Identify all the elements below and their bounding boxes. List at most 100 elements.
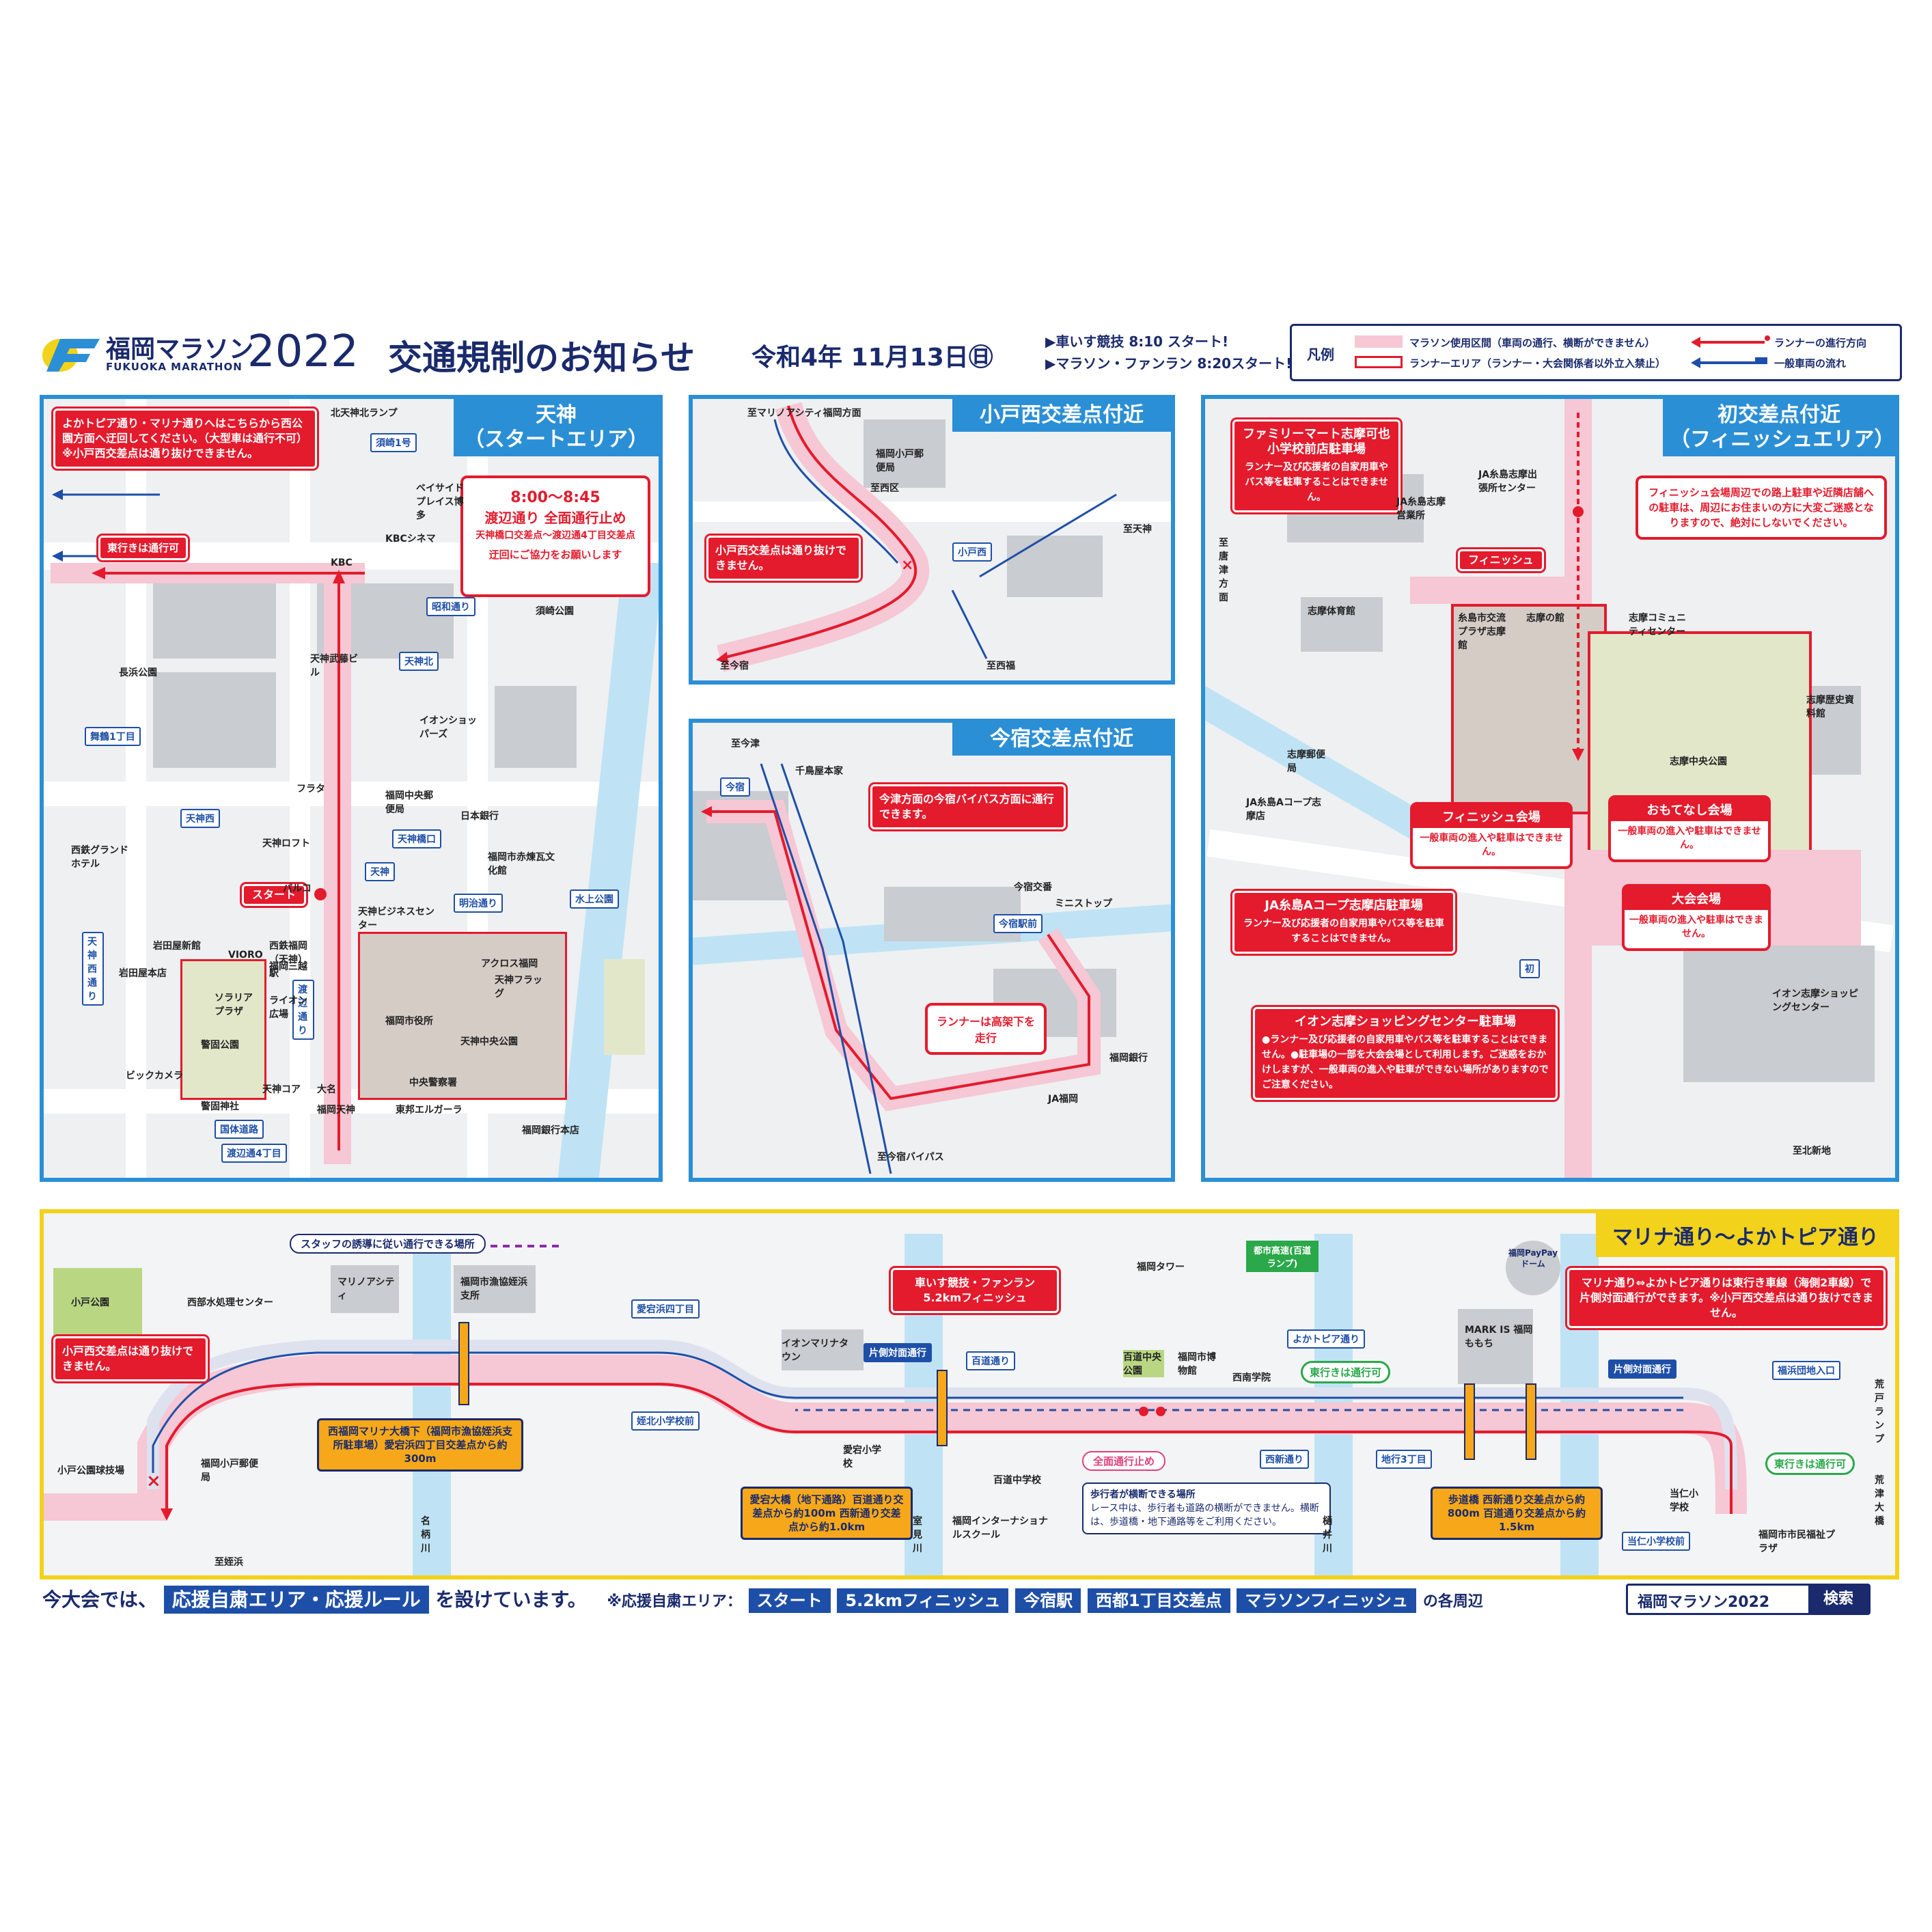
logo-year: 2022 bbox=[247, 327, 359, 377]
city-block bbox=[1458, 1309, 1533, 1384]
place-label: 至西区 bbox=[870, 483, 899, 494]
area-chip: スタート bbox=[748, 1588, 831, 1613]
place-label: 天神ロフト bbox=[262, 838, 310, 849]
place-tag: 姪北小学校前 bbox=[631, 1411, 700, 1431]
odo-map-panel: × 小戸西交差点付近 小戸西交差点は通り抜けできません。 至マリノアシティ福岡方… bbox=[689, 395, 1175, 685]
place-label: 福岡市役所 bbox=[385, 1016, 433, 1027]
area-chip: 5.2kmフィニッシュ bbox=[837, 1588, 1009, 1613]
place-label: JA糸島志摩営業所 bbox=[1396, 497, 1446, 521]
bottom-odo-note: 小戸西交差点は通り抜けできません。 bbox=[53, 1336, 208, 1381]
place-tag: 国体道路 bbox=[215, 1120, 264, 1139]
page-title: 交通規制のお知らせ bbox=[388, 338, 695, 378]
place-label: フラタ bbox=[296, 784, 325, 795]
odo-route-lines: × bbox=[716, 402, 1117, 672]
east-ok-tag: 東行きは通行可 bbox=[1301, 1361, 1391, 1383]
place-label: 天神フラッグ bbox=[495, 975, 542, 999]
place-label: 北天神北ランプ bbox=[331, 408, 398, 419]
legend-swatch-runner-area bbox=[1355, 356, 1403, 368]
footer-prefix: 今大会では、 bbox=[42, 1588, 158, 1611]
family-mart-title: ファミリーマート志摩可也小学校前店駐車場 bbox=[1243, 427, 1390, 456]
city-block bbox=[153, 672, 276, 768]
search-button[interactable]: 検索 bbox=[1808, 1586, 1868, 1613]
footer-highlight: 応援自粛エリア・応援ルール bbox=[163, 1586, 429, 1614]
dome-label: 福岡PayPayドーム bbox=[1506, 1241, 1560, 1295]
footer-suffix: を設けています。 bbox=[435, 1588, 587, 1611]
place-label: 荒戸ランプ bbox=[1875, 1379, 1884, 1445]
wheelchair-finish-note: 車いす競技・ファンラン5.2kmフィニッシュ bbox=[891, 1268, 1059, 1313]
place-label: 小戸公園 bbox=[71, 1297, 109, 1308]
search-input[interactable]: 福岡マラソン2022 bbox=[1638, 1594, 1770, 1611]
place-label: VIORO bbox=[228, 950, 263, 961]
place-label: イオン志摩ショッピングセンター bbox=[1772, 989, 1858, 1013]
place-tag: 西新通り bbox=[1260, 1450, 1309, 1469]
underpass-note-1: 西福岡マリナ大橋下（福岡市漁協姪浜支所駐車場）愛宕浜四丁目交差点から約300m bbox=[317, 1418, 523, 1472]
imajuku-route-lines bbox=[701, 763, 1101, 1174]
place-label: 天神ビジネスセンター bbox=[358, 907, 434, 931]
place-label: ベイサイドプレイス博多 bbox=[416, 483, 464, 521]
place-label: ライオン広場 bbox=[269, 995, 307, 1020]
place-label: 福岡銀行 bbox=[1109, 1053, 1148, 1064]
place-tag: 渡辺通り bbox=[292, 980, 314, 1040]
svg-text:×: × bbox=[146, 1471, 161, 1491]
closure-title: 渡辺通り 全面通行止め bbox=[484, 510, 626, 526]
place-label: 岩田屋新館 bbox=[153, 941, 201, 952]
legend-swatch-course bbox=[1355, 335, 1403, 348]
staff-route-legend: スタッフの誘導に従い通行できる場所 bbox=[290, 1234, 486, 1254]
place-tag: 地行3丁目 bbox=[1376, 1450, 1432, 1469]
place-label: 福岡市博物館 bbox=[1178, 1352, 1216, 1377]
omotenashi-note: おもてなし会場 一般車両の進入や駐車はできません。 bbox=[1608, 795, 1771, 862]
place-tag: 福浜団地入口 bbox=[1772, 1361, 1840, 1380]
place-label: 西鉄福岡（天神）駅 bbox=[269, 941, 307, 979]
place-label: 志摩郵便局 bbox=[1287, 749, 1325, 774]
pedestrian-crossing-body: レース中は、歩行者も道路の横断ができません。横断は、歩道橋・地下通路等をご利用く… bbox=[1090, 1503, 1319, 1528]
place-label: JA福岡 bbox=[1048, 1094, 1079, 1105]
place-label: 長浜公園 bbox=[119, 667, 157, 678]
place-label: 岩田屋本店 bbox=[119, 968, 167, 979]
place-label: JA糸島志摩出張所センター bbox=[1478, 469, 1538, 494]
place-label: 福岡天神 bbox=[317, 1105, 355, 1116]
place-label: 福岡銀行本店 bbox=[522, 1125, 579, 1136]
place-label: 天神コア bbox=[262, 1084, 301, 1095]
expressway-ramp-tag: 都市高速(百道ランプ) bbox=[1246, 1241, 1319, 1272]
legend-label-runner-area: ランナーエリア（ランナー・大会関係者以外立入禁止） bbox=[1409, 357, 1666, 370]
place-label: イオンショッパーズ bbox=[419, 715, 477, 740]
place-tag: 初 bbox=[1519, 959, 1540, 978]
place-label: 至姪浜 bbox=[215, 1557, 243, 1568]
aeon-parking-note: イオン志摩ショッピングセンター駐車場 ●ランナー及び応援者の自家用車やバス等を駐… bbox=[1253, 1007, 1558, 1100]
place-tag: よかトピア通り bbox=[1287, 1329, 1365, 1349]
place-label: 大名 bbox=[317, 1084, 336, 1095]
place-label: 福岡中央郵便局 bbox=[385, 790, 433, 815]
place-label: 西部水処理センター bbox=[187, 1297, 273, 1308]
area-chip: マラソンフィニッシュ bbox=[1237, 1588, 1417, 1613]
road bbox=[126, 399, 146, 1178]
ja-parking-note: JA糸島Aコープ志摩店駐車場 ランナー及び応援者の自家用車やバス等を駐車すること… bbox=[1232, 891, 1455, 954]
place-tag: 渡辺通4丁目 bbox=[221, 1144, 287, 1163]
city-block bbox=[1007, 536, 1103, 597]
area-chip: 西都1丁目交差点 bbox=[1087, 1588, 1230, 1613]
place-tag: 水上公園 bbox=[570, 889, 619, 909]
place-label: 警固神社 bbox=[201, 1101, 239, 1112]
place-label: 室見川 bbox=[913, 1516, 922, 1554]
place-label: 志摩の館 bbox=[1526, 613, 1564, 624]
place-label: ソラリアプラザ bbox=[215, 993, 253, 1017]
closure-ask: 迂回にご協力をお願いします bbox=[488, 549, 622, 561]
imajuku-route-note: 今津方面の今宿バイパス方面に通行できます。 bbox=[870, 784, 1066, 829]
place-label: 福岡市市民福祉プラザ bbox=[1758, 1530, 1835, 1554]
footer-area-note: ※応援自粛エリア： bbox=[607, 1593, 742, 1610]
finish-parking-warning: フィニッシュ会場周辺での路上駐車や近隣店舗への駐車は、周辺にお住まいの方に大変ご… bbox=[1636, 475, 1887, 540]
full-closure-tag: 全面通行止め bbox=[1082, 1451, 1166, 1471]
place-tag: 昭和通り bbox=[426, 597, 475, 616]
marina-oneway-note: マリナ通り⇔よかトピア通りは東行き車線（海側2車線）で片側対面通行ができます。※… bbox=[1567, 1268, 1886, 1328]
closure-range: 天神橋口交差点～渡辺通4丁目交差点 bbox=[475, 530, 635, 541]
place-label: ミニストップ bbox=[1055, 898, 1112, 909]
place-label: 千鳥屋本家 bbox=[795, 766, 843, 777]
place-label: 至天神 bbox=[1123, 524, 1152, 535]
place-label: 志摩中央公園 bbox=[1670, 756, 1727, 767]
place-tag: 愛宕浜四丁目 bbox=[631, 1299, 700, 1319]
place-label: 志摩体育館 bbox=[1308, 606, 1355, 617]
place-label: 至マリノアシティ福岡方面 bbox=[747, 408, 861, 419]
legend-label-course: マラソン使用区間（車両の通行、横断ができません） bbox=[1409, 337, 1655, 349]
place-label: 日本銀行 bbox=[460, 811, 499, 822]
footer-notice: 今大会では、 応援自粛エリア・応援ルール を設けています。 ※応援自粛エリア： … bbox=[42, 1585, 1483, 1614]
search-box[interactable]: 福岡マラソン2022 検索 bbox=[1626, 1584, 1871, 1615]
